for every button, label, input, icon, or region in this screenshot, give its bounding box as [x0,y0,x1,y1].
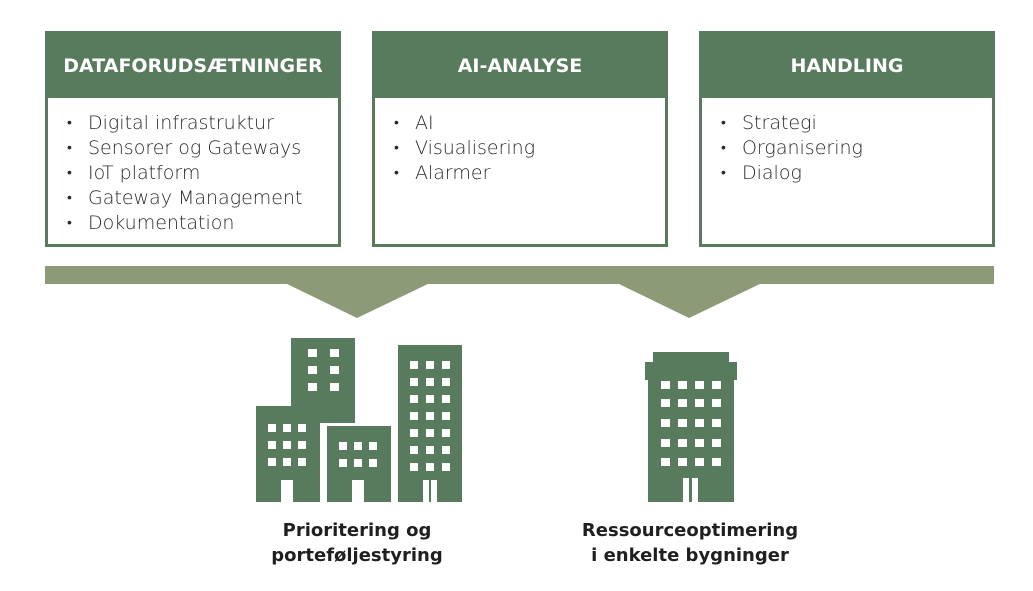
connector-bar [45,266,994,284]
single-building-icon [645,352,737,502]
list-item: Sensorer og Gateways [66,136,338,161]
list-item: Alarmer [393,161,665,186]
list-item: AI [393,111,665,136]
funnel-left [285,283,430,318]
column-list: Strategi Organisering Dialog [702,98,992,186]
column-list: AI Visualisering Alarmer [375,98,665,186]
column-title: HANDLING [702,34,992,98]
column-title: AI-ANALYSE [375,34,665,98]
caption-line: i enkelte bygninger [591,545,789,566]
caption-line: porteføljestyring [271,545,443,566]
caption-line: Prioritering og [282,520,432,541]
caption-line: Ressourceoptimering [581,520,799,541]
city-buildings-icon [256,338,462,502]
list-item: Gateway Management [66,186,338,211]
column-handling: HANDLING Strategi Organisering Dialog [699,31,995,247]
list-item: Dokumentation [66,211,338,236]
column-ai-analyse: AI-ANALYSE AI Visualisering Alarmer [372,31,668,247]
list-item: IoT platform [66,161,338,186]
caption-portfolio: Prioritering og porteføljestyring [232,518,482,568]
column-list: Digital infrastruktur Sensorer og Gatewa… [48,98,338,236]
list-item: Visualisering [393,136,665,161]
funnel-right [617,283,762,318]
column-title: DATAFORUDSÆTNINGER [48,34,338,98]
list-item: Dialog [720,161,992,186]
list-item: Organisering [720,136,992,161]
list-item: Strategi [720,111,992,136]
caption-resource: Ressourceoptimering i enkelte bygninger [560,518,820,568]
list-item: Digital infrastruktur [66,111,338,136]
column-dataforudsaetninger: DATAFORUDSÆTNINGER Digital infrastruktur… [45,31,341,247]
